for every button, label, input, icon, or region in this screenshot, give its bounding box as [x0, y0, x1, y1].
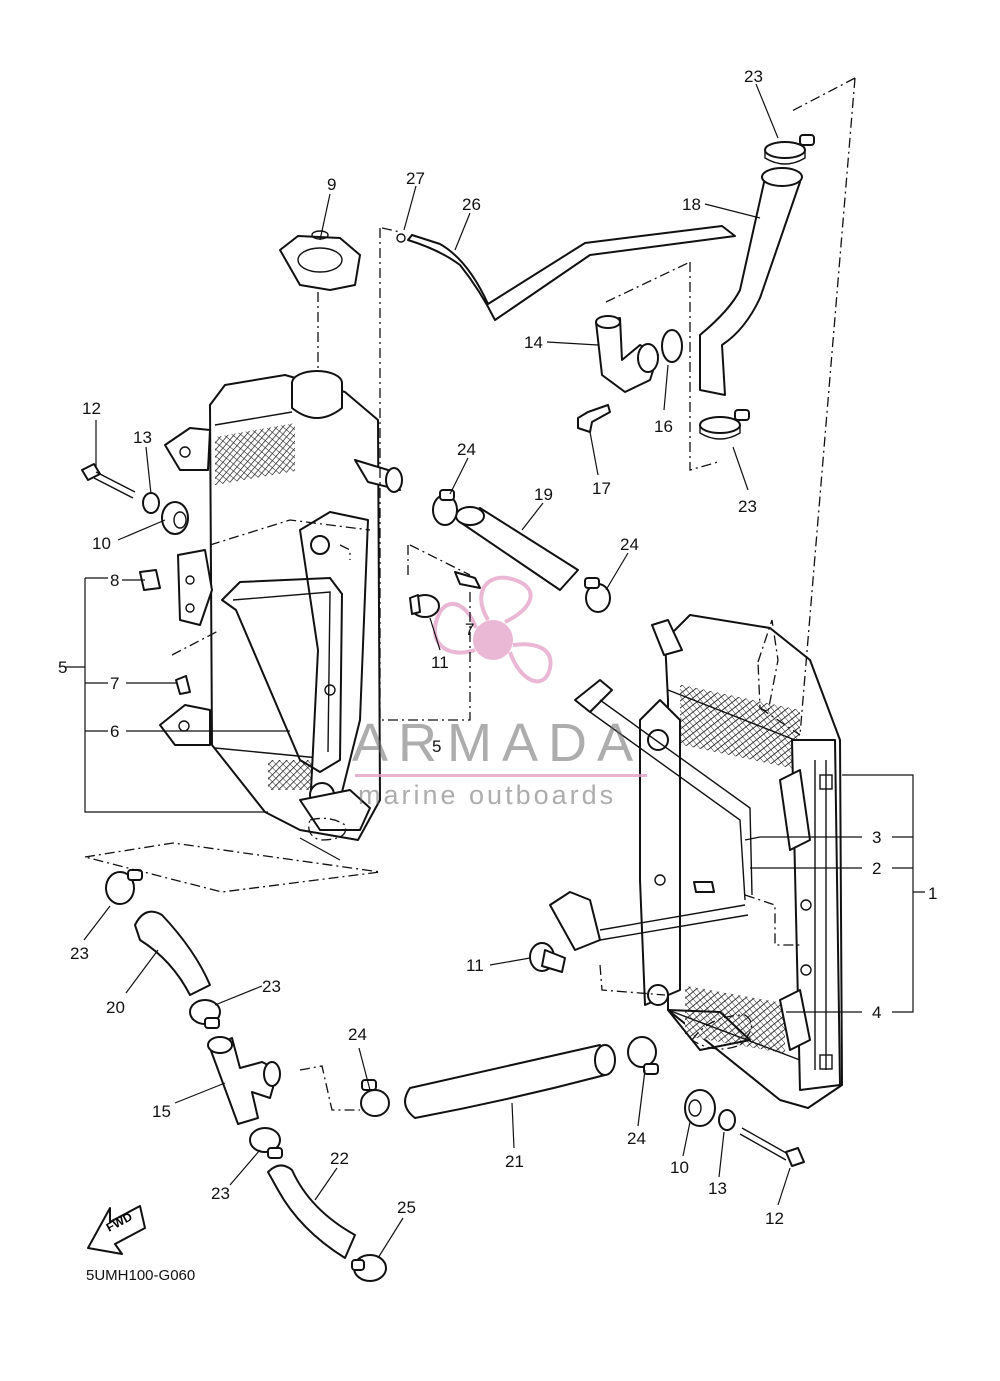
hose-clamp-23-bottom	[249, 1127, 283, 1159]
callout-26: 26	[462, 195, 481, 214]
callout-14: 14	[524, 333, 543, 352]
callout-22: 22	[330, 1149, 349, 1168]
pipe-bolt	[577, 404, 611, 433]
hose-clamp-top	[764, 134, 815, 165]
bolt-12-right	[739, 1127, 805, 1167]
radiator-hose-19	[455, 506, 579, 591]
callout-7-left: 7	[110, 674, 119, 693]
collar-11-right	[529, 942, 566, 973]
alignment-lines	[84, 77, 856, 1111]
callout-11-center: 11	[431, 653, 449, 672]
radiator-cap	[279, 230, 361, 291]
grommet-10-left	[161, 501, 189, 535]
upper-hose	[699, 167, 803, 396]
hose-clamp-24-lower-left	[360, 1079, 390, 1117]
callout-15: 15	[152, 1102, 171, 1121]
hose-22	[267, 1164, 356, 1259]
callout-27: 27	[406, 169, 425, 188]
nut-8	[139, 569, 161, 591]
grommet-10-right	[684, 1089, 716, 1127]
washer-13-left	[142, 492, 160, 514]
callout-3: 3	[872, 828, 881, 847]
callout-23-top: 23	[744, 67, 763, 86]
callout-4: 4	[872, 1003, 881, 1022]
callout-25: 25	[397, 1198, 416, 1217]
callout-5-center: 5	[432, 737, 441, 756]
callout-12-left: 12	[82, 399, 101, 418]
hose-clamp-24-upper	[432, 489, 458, 526]
callout-1: 1	[928, 884, 937, 903]
callout-18: 18	[682, 195, 701, 214]
screw-7-center	[454, 571, 481, 589]
callout-12-right: 12	[765, 1209, 784, 1228]
screw-7-left	[175, 675, 191, 695]
callout-7-center: 7	[465, 620, 474, 639]
callout-23-lower-left: 23	[70, 944, 89, 963]
callout-24-right: 24	[620, 535, 639, 554]
watermark-underline	[355, 774, 647, 777]
callout-24-upper: 24	[457, 440, 476, 459]
callout-2: 2	[872, 859, 881, 878]
hose-21	[404, 1044, 616, 1119]
leader-lines	[66, 83, 925, 1259]
fwd-arrow-icon: FWD	[87, 1205, 146, 1255]
hose-clamp-18-lower	[699, 409, 750, 440]
left-side-cover	[177, 549, 213, 626]
breather-hose	[396, 225, 736, 321]
bolt-3	[693, 881, 715, 893]
callout-5-left: 5	[58, 658, 67, 677]
washer-13-right	[718, 1109, 736, 1131]
callout-8: 8	[110, 571, 119, 590]
callout-20: 20	[106, 998, 125, 1017]
hose-clamp-24-lower-right	[627, 1036, 659, 1075]
hose-clamp-23-lower-left	[105, 869, 143, 905]
hose-20	[134, 910, 211, 996]
watermark-propeller-icon	[433, 575, 553, 684]
callout-9: 9	[327, 175, 336, 194]
callout-11-right: 11	[466, 956, 484, 975]
o-ring	[661, 329, 683, 363]
hose-clamp-24-right	[584, 577, 611, 613]
hose-clamp-25	[351, 1254, 387, 1282]
collar-11-left	[409, 594, 440, 618]
callout-17: 17	[592, 479, 611, 498]
callout-23-upper-right: 23	[738, 497, 757, 516]
callout-23-mid: 23	[262, 977, 281, 996]
callout-numbers: 1 2 3 4 5 5 6 7 7 8 9 10 10 11 11 12 12 …	[58, 67, 937, 1228]
callout-10-left: 10	[92, 534, 111, 553]
bolt-12-left	[81, 463, 136, 499]
callout-19: 19	[534, 485, 553, 504]
callout-21: 21	[505, 1152, 524, 1171]
callout-23-bottom: 23	[211, 1184, 230, 1203]
callout-24-lower-left: 24	[348, 1025, 367, 1044]
callout-6: 6	[110, 722, 119, 741]
callout-13-left: 13	[133, 428, 152, 447]
callout-13-right: 13	[708, 1179, 727, 1198]
hose-clamp-23-mid	[189, 999, 221, 1029]
watermark-tagline: marine outboards	[358, 780, 617, 810]
watermark-brand: ARMADA	[352, 713, 644, 773]
water-pipe-elbow	[595, 315, 659, 393]
callout-10-right: 10	[670, 1158, 689, 1177]
callout-16: 16	[654, 417, 673, 436]
diagram-code: 5UMH100-G060	[86, 1267, 196, 1284]
callout-24-lower-right: 24	[627, 1129, 646, 1148]
left-radiator	[159, 370, 403, 841]
water-pipe-joint-15	[207, 1036, 281, 1125]
